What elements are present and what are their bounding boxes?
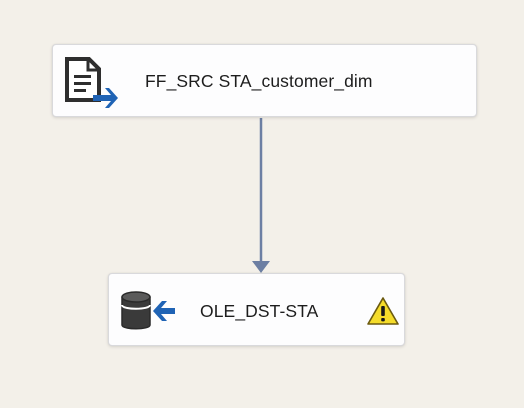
flat-file-source-component[interactable]: FF_SRC STA_customer_dim [52,44,477,117]
flat-file-source-icon [65,57,118,108]
ole-db-destination-icon [121,291,175,330]
source-component-label: FF_SRC STA_customer_dim [145,71,373,91]
ole-db-destination-component[interactable]: OLE_DST-STA [108,273,405,346]
data-path-arrowhead [252,261,270,273]
destination-component-label: OLE_DST-STA [200,301,319,321]
warning-icon[interactable] [366,296,400,326]
